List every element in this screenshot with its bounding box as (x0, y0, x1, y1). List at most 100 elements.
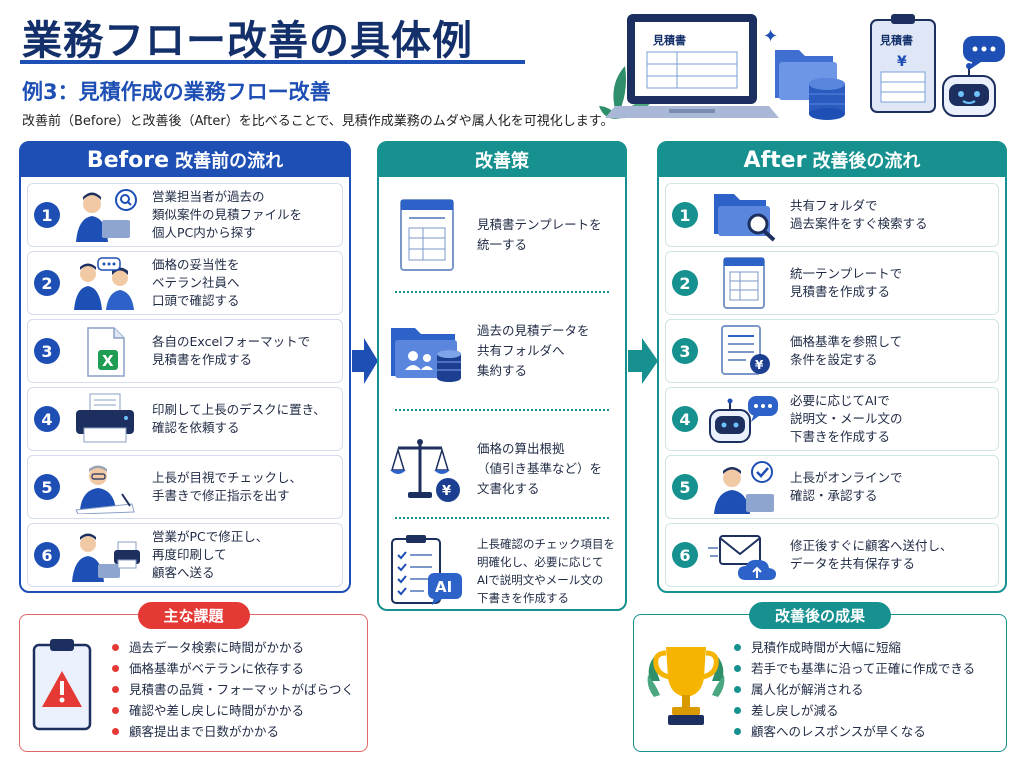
after-step-6: 6 修正後すぐに顧客へ送付し、 データを共有保存する (665, 523, 999, 587)
step-number: 4 (34, 406, 60, 432)
list-item: 顧客提出まで日数がかかる (112, 721, 354, 742)
step-number: 6 (672, 542, 698, 568)
step-text: 印刷して上長のデスクに置き、 確認を依頼する (152, 402, 326, 435)
measure-item-2: 過去の見積データを 共有フォルダへ 集約する (387, 301, 617, 401)
laptop-doc-label: 見積書 (652, 33, 686, 47)
list-item: 見積作成時間が大幅に短縮 (734, 637, 975, 658)
list-item: 若手でも基準に沿って正確に作成できる (734, 658, 975, 679)
measure-item-4: AI 上長確認のチェック項目を 明確化し、必要に応じて AIで説明文やメール文の… (387, 521, 617, 621)
page-description: 改善前（Before）と改善後（After）を比べることで、見積作成業務のムダや… (22, 114, 614, 129)
warning-clipboard-icon (32, 639, 92, 731)
after-column: After 改善後の流れ 1 共有フォルダで 過去案件をすぐ検索する 2 (657, 141, 1007, 593)
sparkle-icon: ✦ (763, 26, 778, 47)
svg-text:X: X (102, 352, 114, 370)
svg-text:¥: ¥ (442, 484, 451, 499)
database-icon (809, 78, 845, 120)
before-step-6: 6 営業がPCで修正し、 再度印刷して 顧客へ送る (27, 523, 343, 587)
svg-text:¥: ¥ (755, 358, 764, 372)
after-title-ja: 改善後の流れ (812, 151, 921, 172)
ai-label: AI (435, 578, 452, 596)
clipboard-doc-label: 見積書 (879, 33, 913, 47)
after-step-5: 5 上長がオンラインで 確認・承認する (665, 455, 999, 519)
results-box: 改善後の成果 見積作成時間が大幅に短縮 若手でも基準に沿って正確に作成できる 属… (633, 602, 1007, 752)
list-item: 過去データ検索に時間がかかる (112, 637, 354, 658)
issues-list: 過去データ検索に時間がかかる 価格基準がベテランに依存する 見積書の品質・フォー… (112, 637, 354, 742)
step-number: 6 (34, 542, 60, 568)
list-item: 顧客へのレスポンスが早くなる (734, 721, 975, 742)
list-item: 見積書の品質・フォーマットがばらつく (112, 679, 354, 700)
header-illustration: 見積書 ✦ 見積書 ¥ (599, 14, 1005, 120)
arrow-right-icon (628, 338, 658, 384)
step-text: 修正後すぐに顧客へ送付し、 データを共有保存する (790, 538, 953, 571)
laptop-icon: 見積書 (605, 14, 779, 118)
document-yen-icon: ¥ (704, 323, 782, 379)
after-column-header: After 改善後の流れ (659, 143, 1005, 177)
step-number: 1 (672, 202, 698, 228)
list-item: 差し戻しが減る (734, 700, 975, 721)
robot-icon (942, 63, 996, 117)
template-icon (704, 255, 782, 311)
step-text: 各自のExcelフォーマットで 見積書を作成する (152, 334, 311, 367)
list-item: 価格基準がベテランに依存する (112, 658, 354, 679)
step-number: 2 (34, 270, 60, 296)
scale-yen-icon: ¥ (387, 429, 467, 509)
before-step-2: 2 価格の妥当性を ベテラン社員へ 口頭で確認する (27, 251, 343, 315)
page-title: 業務フロー改善の具体例 (22, 18, 473, 64)
arrow-right-icon (352, 338, 378, 384)
person-printer-icon (66, 527, 144, 583)
divider (395, 517, 609, 519)
after-step-2: 2 統一テンプレートで 見積書を作成する (665, 251, 999, 315)
yen-icon: ¥ (897, 54, 907, 70)
step-text: 必要に応じてAIで 説明文・メール文の 下書きを作成する (790, 393, 903, 444)
measures-column: 改善策 見積書テンプレートを 統一する (377, 141, 627, 611)
measure-text: 過去の見積データを 共有フォルダへ 集約する (477, 323, 590, 378)
before-step-4: 4 印刷して上長のデスクに置き、 確認を依頼する (27, 387, 343, 451)
step-text: 営業担当者が過去の 類似案件の見積ファイルを 個人PC内から探す (152, 189, 303, 240)
step-text: 上長が目視でチェックし、 手書きで修正指示を出す (152, 470, 303, 503)
step-number: 1 (34, 202, 60, 228)
step-number: 2 (672, 270, 698, 296)
measure-text: 上長確認のチェック項目を 明確化し、必要に応じて AIで説明文やメール文の 下書… (477, 537, 615, 605)
measure-item-1: 見積書テンプレートを 統一する (387, 185, 617, 285)
divider (395, 291, 609, 293)
after-step-4: 4 必要に応じてAIで 説明文・メール文の 下書きを作成する (665, 387, 999, 451)
manager-writing-icon (66, 459, 144, 515)
before-title-en: Before (86, 147, 170, 173)
checklist-ai-icon: AI (387, 531, 467, 611)
divider (395, 409, 609, 411)
measure-item-3: ¥ 価格の算出根拠 （値引き基準など）を 文書化する (387, 419, 617, 519)
trophy-icon (647, 647, 725, 725)
measure-text: 価格の算出根拠 （値引き基準など）を 文書化する (477, 441, 603, 496)
step-text: 価格の妥当性を ベテラン社員へ 口頭で確認する (152, 257, 240, 308)
step-number: 4 (672, 406, 698, 432)
list-item: 属人化が解消される (734, 679, 975, 700)
before-column: Before 改善前の流れ 1 営業担当者が過去の 類似案件の見積ファイルを 個… (19, 141, 351, 593)
before-title-ja: 改善前の流れ (175, 151, 284, 172)
step-text: 共有フォルダで 過去案件をすぐ検索する (790, 198, 928, 231)
mail-cloud-upload-icon (704, 527, 782, 583)
page-subtitle: 例3：見積作成の業務フロー改善 (22, 80, 331, 104)
clipboard-document-icon: 見積書 ¥ (870, 14, 936, 113)
after-title-en: After (743, 147, 807, 173)
title-underline (20, 60, 525, 64)
step-number: 3 (34, 338, 60, 364)
manager-approve-icon (704, 459, 782, 515)
step-text: 上長がオンラインで 確認・承認する (790, 470, 903, 503)
person-laptop-search-icon (66, 187, 144, 243)
shared-folder-database-icon (387, 311, 467, 391)
step-text: 営業がPCで修正し、 再度印刷して 顧客へ送る (152, 529, 269, 580)
results-badge: 改善後の成果 (748, 602, 892, 629)
two-people-talking-icon (66, 255, 144, 311)
robot-chat-icon (704, 391, 782, 447)
step-number: 5 (672, 474, 698, 500)
after-step-1: 1 共有フォルダで 過去案件をすぐ検索する (665, 183, 999, 247)
step-text: 統一テンプレートで 見積書を作成する (790, 266, 903, 299)
excel-file-icon: X (66, 323, 144, 379)
chat-bubble-icon (963, 36, 1005, 70)
measure-text: 見積書テンプレートを 統一する (477, 217, 602, 252)
before-step-5: 5 上長が目視でチェックし、 手書きで修正指示を出す (27, 455, 343, 519)
step-number: 5 (34, 474, 60, 500)
issues-box: 主な課題 過去データ検索に時間がかかる 価格基準がベテランに依存する 見積書の品… (19, 602, 368, 752)
before-step-3: 3 X 各自のExcelフォーマットで 見積書を作成する (27, 319, 343, 383)
issues-badge: 主な課題 (137, 602, 250, 629)
